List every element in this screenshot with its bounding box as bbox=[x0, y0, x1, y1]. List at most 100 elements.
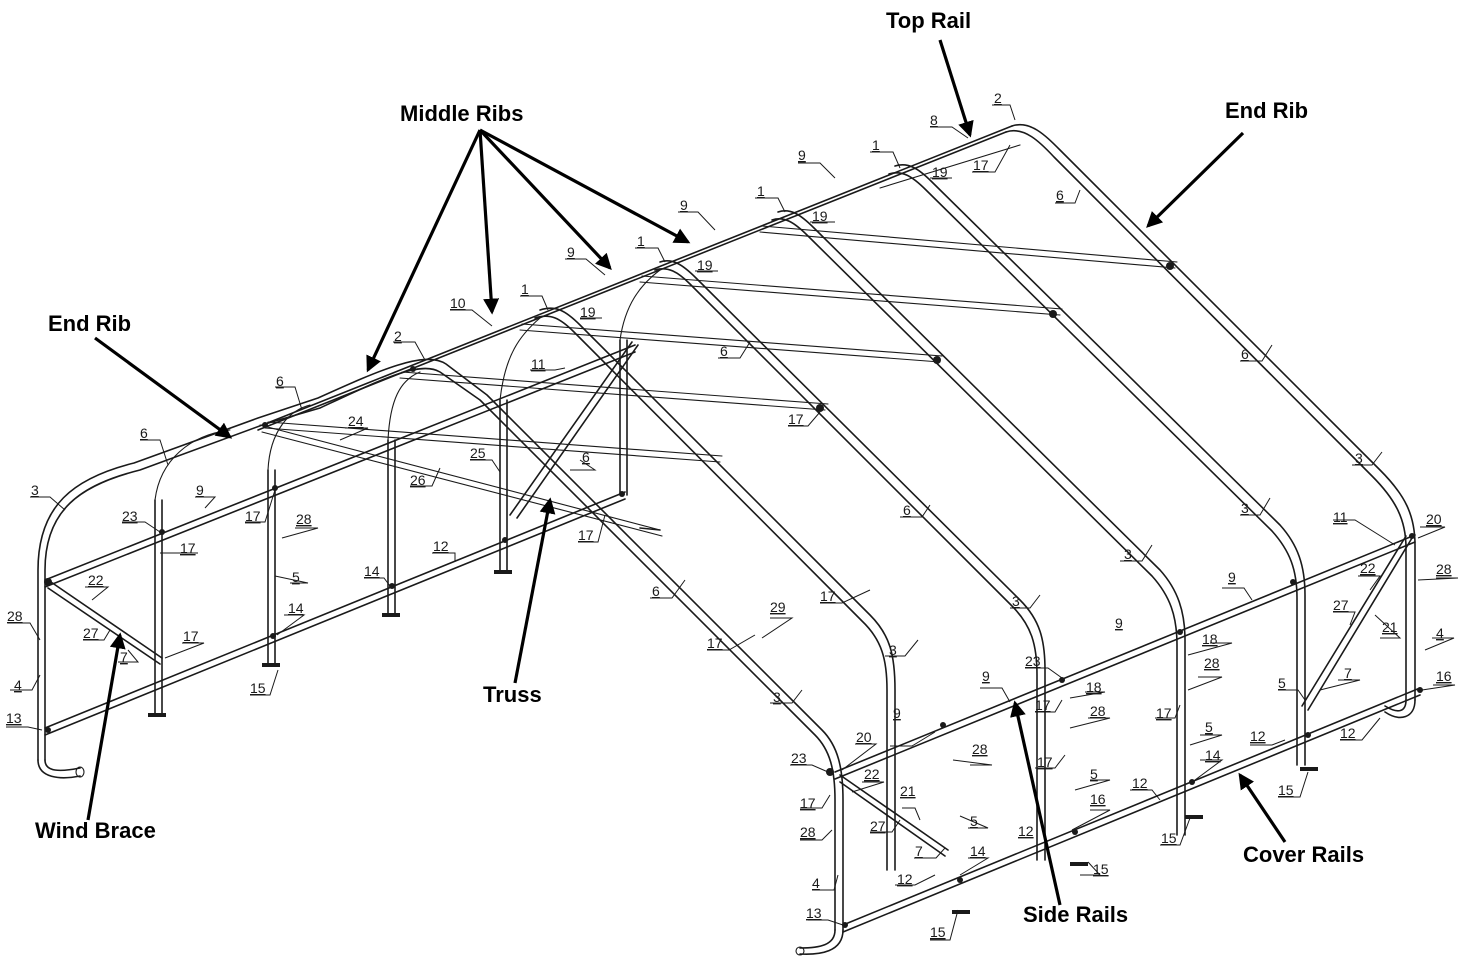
part-3: 3 bbox=[1124, 546, 1132, 562]
part-23: 23 bbox=[1025, 653, 1041, 669]
part-3: 3 bbox=[773, 689, 781, 705]
part-8: 8 bbox=[930, 112, 938, 128]
part-9: 9 bbox=[196, 482, 204, 498]
part-25: 25 bbox=[470, 445, 486, 461]
part-2: 2 bbox=[994, 90, 1002, 106]
middle-rib-1 bbox=[539, 307, 896, 871]
part-5: 5 bbox=[970, 813, 978, 829]
part-6: 6 bbox=[1241, 346, 1249, 362]
part-22: 22 bbox=[864, 766, 880, 782]
part-24: 24 bbox=[348, 413, 364, 429]
part-17: 17 bbox=[1037, 754, 1053, 770]
part-14: 14 bbox=[970, 843, 986, 859]
part-5: 5 bbox=[1090, 766, 1098, 782]
part-1: 1 bbox=[521, 281, 529, 297]
part-6: 6 bbox=[1056, 187, 1064, 203]
part-17: 17 bbox=[973, 157, 989, 173]
middle-rib-3 bbox=[777, 210, 1186, 836]
part-13: 13 bbox=[6, 710, 22, 726]
label-end-rib-left: End Rib bbox=[48, 311, 131, 336]
part-5: 5 bbox=[292, 569, 300, 585]
top-rail bbox=[264, 125, 1013, 425]
wind-brace-left bbox=[47, 579, 163, 659]
part-3: 3 bbox=[889, 642, 897, 658]
part-12: 12 bbox=[1018, 823, 1034, 839]
part-4: 4 bbox=[812, 875, 820, 891]
part-17: 17 bbox=[180, 540, 196, 556]
part-17: 17 bbox=[800, 795, 816, 811]
part-22: 22 bbox=[1360, 560, 1376, 576]
part-12: 12 bbox=[1340, 725, 1356, 741]
part-3: 3 bbox=[1012, 593, 1020, 609]
part-20: 20 bbox=[856, 729, 872, 745]
part-1: 1 bbox=[637, 233, 645, 249]
part-7: 7 bbox=[915, 843, 923, 859]
part-9: 9 bbox=[1228, 569, 1236, 585]
part-16: 16 bbox=[1436, 668, 1452, 684]
part-1: 1 bbox=[872, 137, 880, 153]
part-6: 6 bbox=[276, 373, 284, 389]
part-22: 22 bbox=[88, 572, 104, 588]
callout-arrows bbox=[86, 39, 1287, 906]
part-16: 16 bbox=[1090, 791, 1106, 807]
label-wind-brace: Wind Brace bbox=[35, 818, 156, 843]
part-28: 28 bbox=[800, 824, 816, 840]
part-17: 17 bbox=[707, 635, 723, 651]
part-27: 27 bbox=[870, 818, 886, 834]
part-4: 4 bbox=[1436, 625, 1444, 641]
part-17: 17 bbox=[1156, 705, 1172, 721]
part-18: 18 bbox=[1086, 679, 1102, 695]
label-middle-ribs: Middle Ribs bbox=[400, 101, 523, 126]
part-15: 15 bbox=[1161, 830, 1177, 846]
wind-brace-right bbox=[1307, 537, 1413, 711]
part-9: 9 bbox=[680, 197, 688, 213]
part-7: 7 bbox=[1344, 665, 1352, 681]
part-15: 15 bbox=[1278, 782, 1294, 798]
part-1: 1 bbox=[757, 183, 765, 199]
part-5: 5 bbox=[1278, 675, 1286, 691]
part-19: 19 bbox=[580, 304, 596, 320]
part-20: 20 bbox=[1426, 511, 1442, 527]
part-28: 28 bbox=[1090, 703, 1106, 719]
part-6: 6 bbox=[720, 343, 728, 359]
side-rail-far bbox=[44, 344, 636, 581]
end-rib-right bbox=[1011, 123, 1416, 701]
part-29: 29 bbox=[770, 599, 786, 615]
truss bbox=[509, 341, 633, 516]
part-13: 13 bbox=[806, 905, 822, 921]
part-15: 15 bbox=[1093, 861, 1109, 877]
part-12: 12 bbox=[1132, 775, 1148, 791]
part-21: 21 bbox=[900, 783, 916, 799]
part-28: 28 bbox=[1436, 561, 1452, 577]
side-rail-near bbox=[834, 534, 1416, 773]
part-27: 27 bbox=[1333, 597, 1349, 613]
part-14: 14 bbox=[1205, 747, 1221, 763]
part-21: 21 bbox=[1382, 619, 1398, 635]
part-3: 3 bbox=[1241, 500, 1249, 516]
wind-brace-near bbox=[839, 774, 949, 851]
part-9: 9 bbox=[567, 244, 575, 260]
part-12: 12 bbox=[433, 538, 449, 554]
part-12: 12 bbox=[1250, 728, 1266, 744]
part-23: 23 bbox=[122, 508, 138, 524]
part-19: 19 bbox=[697, 257, 713, 273]
part-6: 6 bbox=[140, 425, 148, 441]
part-15: 15 bbox=[930, 924, 946, 940]
part-11: 11 bbox=[531, 356, 546, 372]
part-19: 19 bbox=[812, 208, 828, 224]
part-28: 28 bbox=[972, 741, 988, 757]
part-9: 9 bbox=[798, 147, 806, 163]
cover-rail-near bbox=[842, 687, 1421, 926]
frame-structure bbox=[37, 123, 1423, 956]
part-3: 3 bbox=[1355, 450, 1363, 466]
label-truss: Truss bbox=[483, 682, 542, 707]
part-17: 17 bbox=[183, 628, 199, 644]
middle-rib-2 bbox=[659, 260, 1046, 861]
part-28: 28 bbox=[296, 511, 312, 527]
part-28: 28 bbox=[7, 608, 23, 624]
part-17: 17 bbox=[1035, 697, 1051, 713]
part-4: 4 bbox=[14, 677, 22, 693]
part-18: 18 bbox=[1202, 631, 1218, 647]
part-6: 6 bbox=[652, 583, 660, 599]
